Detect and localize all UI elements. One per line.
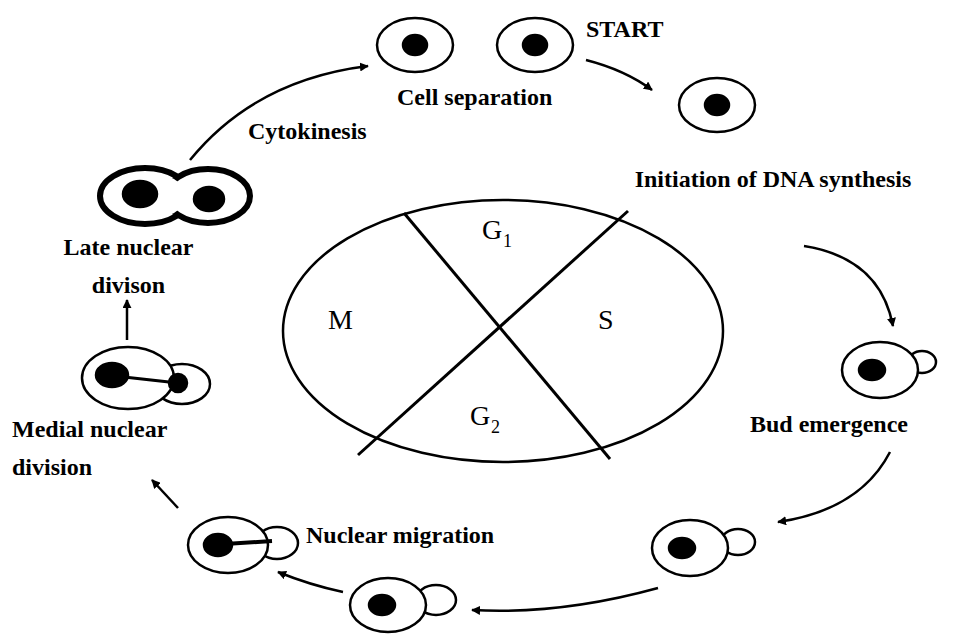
cycle-arrow bbox=[586, 60, 652, 90]
cycle-arrow bbox=[190, 66, 368, 160]
cell bbox=[497, 18, 573, 72]
cells bbox=[82, 18, 936, 632]
nucleus bbox=[194, 187, 224, 211]
cell bbox=[188, 517, 268, 573]
cell bbox=[82, 347, 174, 409]
phase-circle-outline bbox=[283, 200, 723, 462]
cell bbox=[652, 520, 728, 576]
nucleus bbox=[669, 538, 695, 558]
cell bbox=[842, 342, 918, 398]
phase-divider bbox=[358, 211, 628, 455]
cycle-arrow bbox=[278, 572, 343, 592]
phase-letter: M bbox=[328, 304, 353, 336]
cycle-arrow bbox=[152, 480, 178, 508]
nucleus bbox=[96, 363, 128, 387]
dividing-cell bbox=[100, 168, 250, 224]
nucleus bbox=[169, 374, 187, 392]
cycle-arrow bbox=[472, 588, 658, 611]
phase-divider bbox=[404, 213, 610, 459]
cell bbox=[166, 169, 250, 223]
cell bbox=[679, 78, 755, 132]
phase-subscript: 1 bbox=[503, 231, 512, 252]
stage-label: Bud emergence bbox=[750, 411, 908, 439]
stage-label: Initiation of DNA synthesis bbox=[628, 161, 918, 197]
phase-letter: G bbox=[470, 400, 490, 432]
cell bbox=[350, 578, 426, 632]
stage-label: Cytokinesis bbox=[248, 118, 367, 146]
stage-label: Medial nuclear division bbox=[12, 410, 227, 486]
arrows bbox=[127, 60, 893, 611]
cell-interior bbox=[170, 173, 246, 219]
cycle-arrow bbox=[778, 452, 890, 522]
nucleus bbox=[204, 534, 232, 556]
nucleus bbox=[859, 360, 885, 380]
cycle-arrow bbox=[126, 300, 129, 340]
stage-label: Nuclear migration bbox=[306, 522, 494, 550]
nucleus bbox=[369, 595, 395, 615]
phase-circle bbox=[283, 200, 723, 462]
phase-subscript: 2 bbox=[491, 417, 500, 438]
cycle-arrow bbox=[804, 246, 893, 326]
nucleus bbox=[123, 181, 157, 207]
nucleus bbox=[705, 95, 729, 115]
cell bbox=[377, 18, 453, 72]
nucleus bbox=[523, 35, 547, 55]
stage-label: Cell separation bbox=[397, 84, 552, 112]
nucleus bbox=[403, 35, 427, 55]
stage-label: START bbox=[586, 16, 663, 44]
phase-letter: G bbox=[482, 214, 502, 246]
stage-label: Late nuclear divison bbox=[26, 228, 231, 304]
phase-letter: S bbox=[598, 304, 614, 336]
